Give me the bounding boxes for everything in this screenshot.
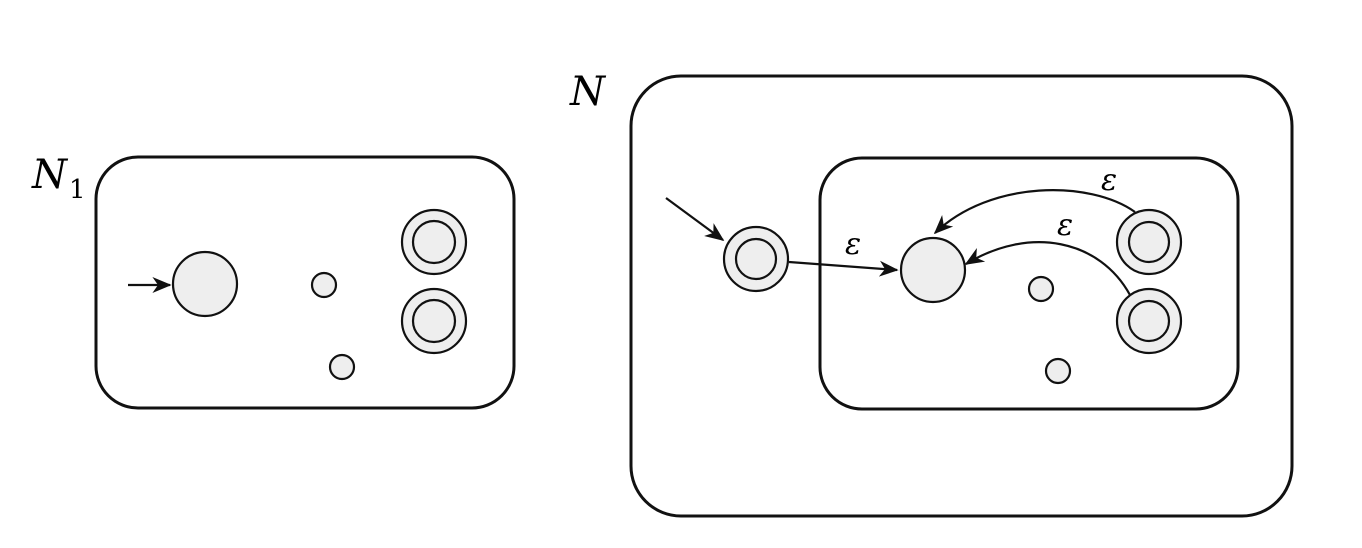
n-state-small-1: [1027, 275, 1055, 303]
n1-accept-state-2: [400, 287, 468, 355]
machine-n-label: N: [569, 69, 607, 115]
n-epsilon-label-accept-1: ε: [1101, 163, 1117, 198]
n-epsilon-label-start: ε: [845, 227, 861, 262]
n-epsilon-edge-accept-1: [933, 189, 1136, 235]
n-accept-state-2: [1115, 287, 1183, 355]
machine-n1-box: [94, 155, 516, 410]
n-old-start-state: [899, 236, 967, 304]
machine-n-outer-box: [629, 74, 1294, 518]
n1-accept-state-1: [400, 208, 468, 276]
n-start-arrow: [665, 197, 725, 241]
machine-n1: N1: [31, 152, 516, 410]
n1-state-small-1: [310, 271, 338, 299]
n-epsilon-label-accept-2: ε: [1057, 208, 1073, 243]
n-state-small-2: [1044, 357, 1072, 385]
n-accept-state-1: [1115, 208, 1183, 276]
n-epsilon-edge-accept-2: [964, 241, 1131, 296]
machine-n: N ε ε ε: [569, 69, 1294, 518]
n1-state-small-2: [328, 353, 356, 381]
n1-start-state: [171, 250, 239, 318]
n-new-start-state: [722, 225, 790, 293]
n-epsilon-edge-start: [788, 260, 899, 277]
machine-n1-label: N1: [31, 152, 86, 205]
machine-n-inner-box: [818, 156, 1240, 411]
